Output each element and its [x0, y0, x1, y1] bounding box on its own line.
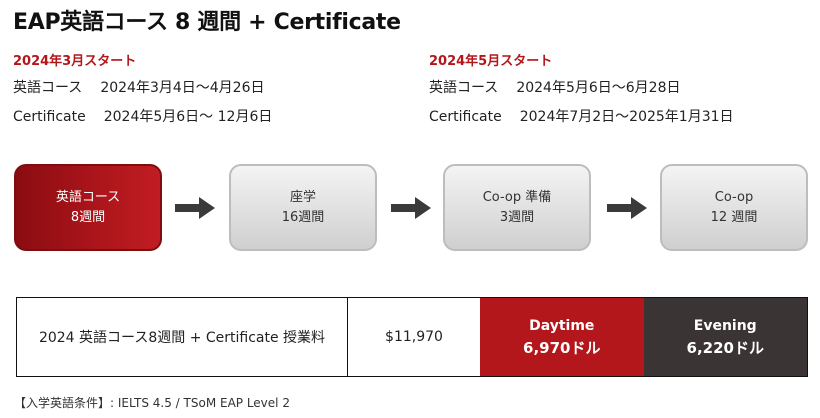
course-label: 英語コース — [429, 80, 499, 96]
arrow-right-icon — [175, 197, 215, 219]
fee-table: 2024 英語コース8週間 + Certificate 授業料 $11,970 … — [16, 297, 808, 377]
plan-course-row: 英語コース 2024年3月4日～4月26日 — [13, 74, 272, 103]
fee-label: 2024 英語コース8週間 + Certificate 授業料 — [17, 298, 348, 376]
step-name: Co-op 準備 — [482, 189, 552, 205]
arrow-right-icon — [607, 197, 647, 219]
plan-may: 2024年5月スタート 英語コース 2024年5月6日～6月28日 Certifi… — [429, 50, 734, 132]
step-coop: Co-op 12 週間 — [660, 164, 808, 251]
fee-total-price: $11,970 — [385, 329, 443, 345]
step-lecture: 座学 16週間 — [229, 164, 377, 251]
step-duration: 16週間 — [281, 209, 325, 225]
step-name: 座学 — [289, 189, 316, 205]
step-duration: 3週間 — [499, 209, 535, 225]
step-coop-prep: Co-op 準備 3週間 — [443, 164, 591, 251]
plan-course-row: 英語コース 2024年5月6日～6月28日 — [429, 74, 734, 103]
plan-cert-row: Certificate 2024年7月2日～2025年1月31日 — [429, 103, 734, 132]
plan-start-label: 2024年5月スタート — [429, 54, 553, 69]
arrow-right-icon — [391, 197, 431, 219]
cert-label: Certificate — [429, 109, 502, 125]
page-title: EAP英語コース 8 週間 + Certificate — [13, 10, 401, 35]
step-name: 英語コース — [55, 189, 121, 205]
course-dates: 2024年3月4日～4月26日 — [100, 80, 265, 96]
cert-dates: 2024年7月2日～2025年1月31日 — [519, 109, 734, 125]
plan-cert-row: Certificate 2024年5月6日～ 12月6日 — [13, 103, 272, 132]
course-label: 英語コース — [13, 80, 83, 96]
evening-label: Evening — [693, 318, 757, 334]
step-duration: 12 週間 — [710, 209, 758, 225]
fee-daytime: Daytime 6,970ドル — [480, 298, 644, 376]
evening-price: 6,220ドル — [686, 339, 764, 357]
step-english-course: 英語コース 8週間 — [14, 164, 162, 251]
entry-requirement: 【入学英語条件】: IELTS 4.5 / TSoM EAP Level 2 — [14, 396, 290, 410]
fee-evening: Evening 6,220ドル — [643, 298, 807, 376]
step-name: Co-op — [714, 189, 754, 205]
plan-start-label: 2024年3月スタート — [13, 54, 137, 69]
step-duration: 8週間 — [70, 209, 106, 225]
cert-dates: 2024年5月6日～ 12月6日 — [103, 109, 273, 125]
plan-march: 2024年3月スタート 英語コース 2024年3月4日～4月26日 Certifi… — [13, 50, 272, 132]
cert-label: Certificate — [13, 109, 86, 125]
course-dates: 2024年5月6日～6月28日 — [516, 80, 681, 96]
daytime-label: Daytime — [529, 318, 595, 334]
daytime-price: 6,970ドル — [523, 339, 601, 357]
